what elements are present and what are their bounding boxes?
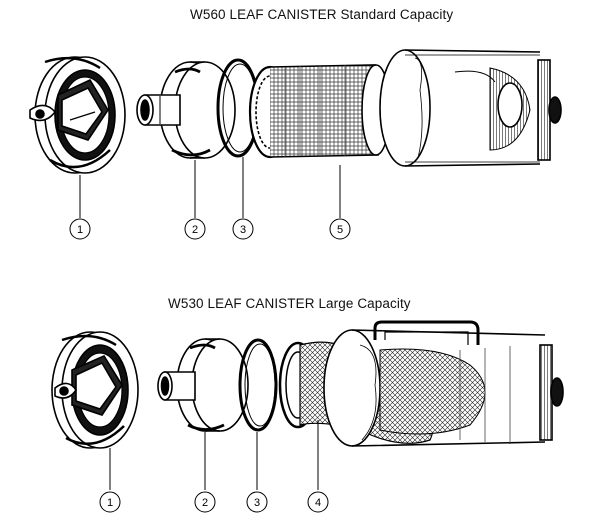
callout-label: 1 [77, 224, 83, 236]
callout-2-top [184, 218, 206, 240]
large-callouts [99, 420, 329, 513]
callout-label: 3 [254, 497, 260, 509]
part-2-collar [157, 338, 249, 432]
callout-2-bottom [194, 491, 216, 513]
callout-1-bottom [99, 491, 121, 513]
callout-3-bottom [246, 491, 268, 513]
large-canister-assembly [51, 320, 564, 449]
callout-label: 1 [107, 497, 113, 509]
callout-4-bottom [307, 491, 329, 513]
callout-label: 2 [192, 224, 198, 236]
part-3-o-ring [238, 338, 278, 432]
callout-label: 3 [240, 224, 246, 236]
standard-canister-title: W560 LEAF CANISTER Standard Capacity [190, 7, 454, 22]
standard-callouts [69, 157, 351, 240]
callout-label: 2 [202, 497, 208, 509]
part-1-cap [29, 56, 126, 174]
part-5-basket [248, 64, 391, 159]
callout-3-top [232, 218, 254, 240]
callout-label: 4 [315, 497, 321, 509]
callout-1-top [69, 218, 91, 240]
callout-5-top [329, 218, 351, 240]
standard-canister-assembly [29, 49, 562, 174]
part-1-cap [51, 331, 139, 449]
large-housing [323, 320, 564, 447]
callout-label: 5 [337, 224, 343, 236]
standard-housing [379, 49, 562, 167]
large-canister-title: W530 LEAF CANISTER Large Capacity [168, 296, 411, 311]
part-2-collar [136, 61, 236, 159]
